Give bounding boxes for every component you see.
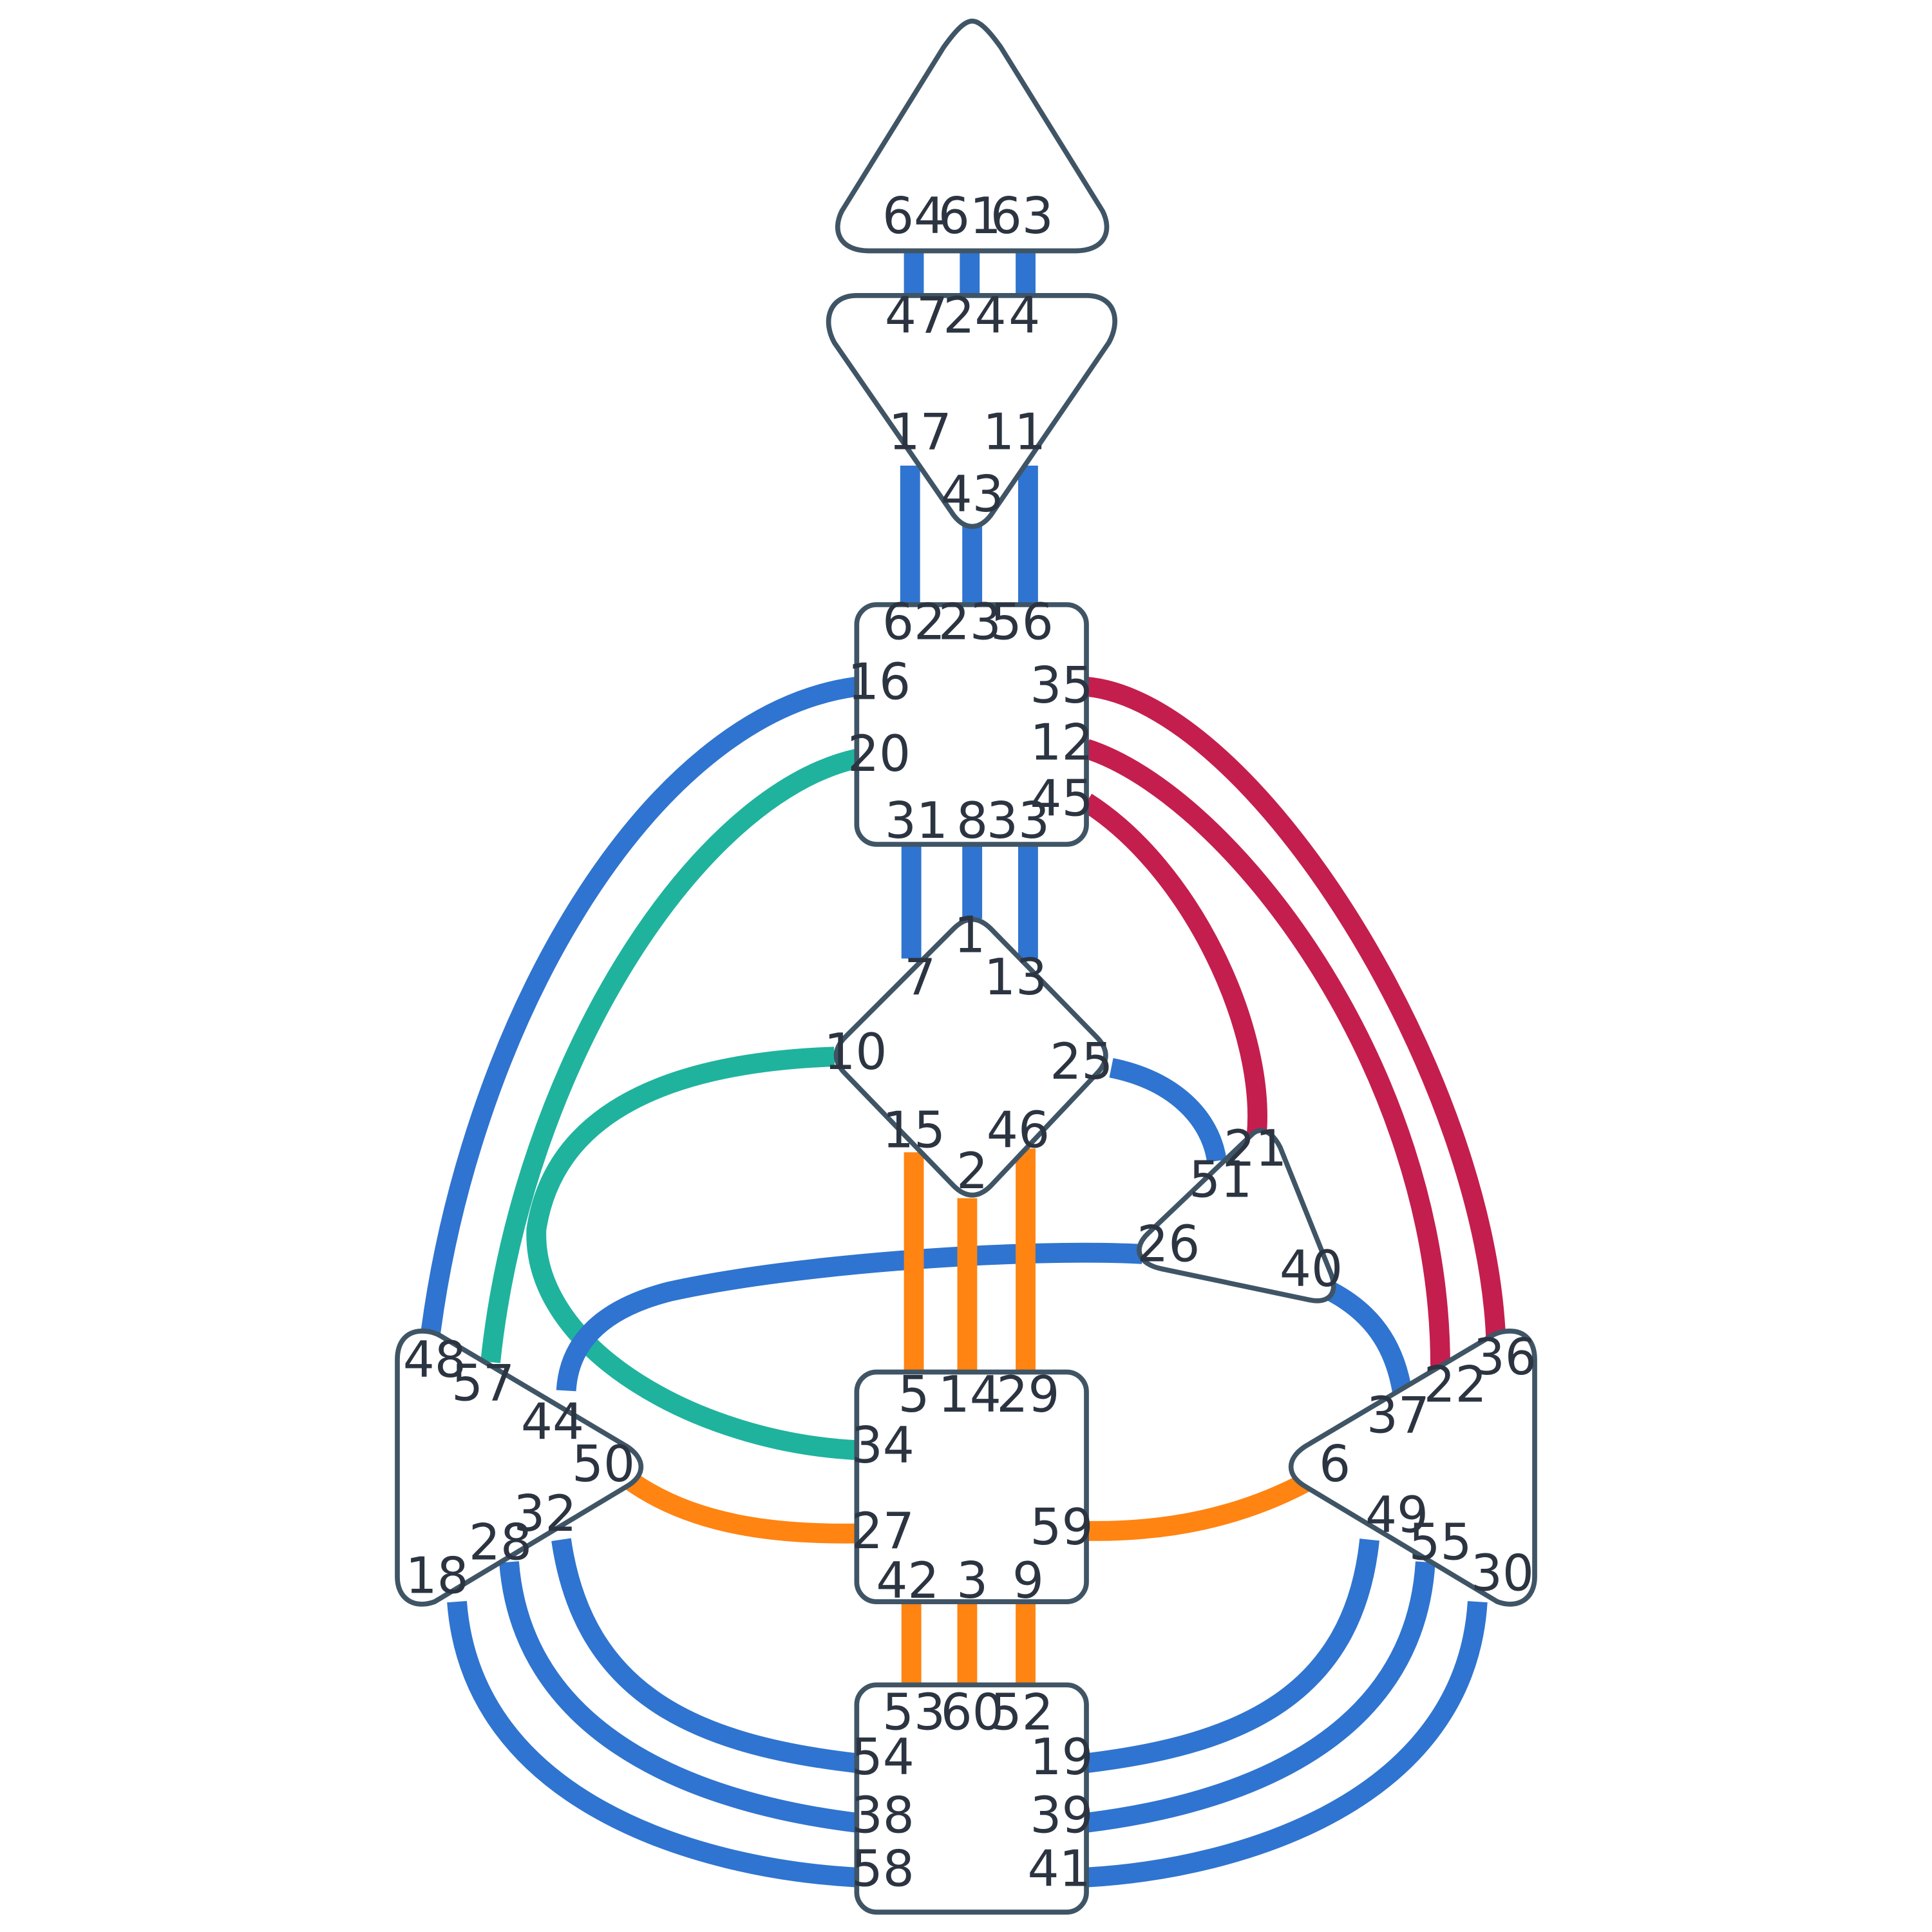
gate-label: 24 — [943, 287, 1006, 345]
gate-label: 7 — [904, 949, 936, 1007]
channel-16-48 — [418, 676, 858, 1352]
gate-label: 22 — [1424, 1356, 1487, 1414]
gate-label: 62 — [882, 594, 945, 652]
gate-label: 32 — [513, 1485, 576, 1543]
gate-label: 23 — [938, 594, 1001, 652]
gate-label: 35 — [1030, 657, 1093, 715]
root-center — [854, 1682, 1089, 1915]
gate-label: 29 — [996, 1366, 1059, 1424]
gate-label: 25 — [1050, 1033, 1113, 1091]
gate-label: 19 — [1030, 1728, 1093, 1786]
gate-label: 18 — [406, 1547, 469, 1605]
gate-label: 56 — [990, 594, 1054, 652]
gate-label: 48 — [403, 1331, 466, 1389]
gate-label: 43 — [941, 466, 1004, 524]
gate-label: 5 — [898, 1366, 929, 1424]
ajna-center — [826, 293, 1117, 529]
channel-18-58 — [447, 1600, 858, 1888]
g-center — [833, 917, 1108, 1198]
gate-label: 63 — [990, 187, 1054, 245]
channel-59-6 — [1086, 1471, 1315, 1541]
ego-center — [1137, 1128, 1336, 1303]
gate-label: 11 — [983, 404, 1046, 462]
centers-layer — [395, 18, 1537, 1915]
gate-label: 53 — [882, 1684, 945, 1742]
gate-label: 45 — [1030, 770, 1093, 828]
channel-25-51 — [1109, 1057, 1227, 1163]
channel-12-22 — [1083, 739, 1450, 1366]
gate-label: 8 — [956, 792, 988, 850]
gate-label: 52 — [990, 1684, 1054, 1742]
gate-label: 9 — [1012, 1552, 1044, 1610]
channel-49-19 — [1085, 1539, 1379, 1774]
gate-label: 12 — [1030, 714, 1093, 772]
gate-label: 46 — [987, 1101, 1050, 1159]
channel-50-27 — [623, 1472, 860, 1544]
gate-label: 39 — [1030, 1787, 1093, 1845]
gate-label: 57 — [451, 1355, 515, 1413]
gate-label: 51 — [1189, 1151, 1252, 1209]
channel-45-21 — [1081, 793, 1267, 1137]
gate-label: 61 — [938, 187, 1001, 245]
channel-30-41 — [1086, 1601, 1488, 1888]
gate-label: 64 — [882, 187, 945, 245]
gate-label: 37 — [1367, 1387, 1430, 1445]
gate-label: 16 — [848, 653, 911, 711]
gate-label: 15 — [882, 1101, 945, 1159]
gate-label: 59 — [1030, 1499, 1093, 1557]
gate-label: 10 — [824, 1023, 887, 1081]
channel-40-37 — [1326, 1282, 1413, 1399]
gate-label: 47 — [885, 287, 948, 345]
gate-label: 44 — [521, 1393, 584, 1451]
gate-label: 14 — [938, 1366, 1001, 1424]
gate-label: 27 — [851, 1502, 914, 1560]
gate-label: 28 — [469, 1513, 532, 1571]
sacral-center — [854, 1369, 1089, 1605]
gate-label: 58 — [851, 1840, 914, 1898]
gate-label: 42 — [876, 1552, 939, 1610]
gate-label: 17 — [889, 404, 952, 462]
gate-label: 49 — [1365, 1486, 1428, 1544]
gate-label: 38 — [851, 1787, 914, 1845]
gate-label: 41 — [1028, 1840, 1091, 1898]
gate-label: 40 — [1280, 1240, 1343, 1298]
gate-label: 21 — [1224, 1120, 1287, 1178]
gate-label: 54 — [851, 1728, 914, 1786]
gate-label: 36 — [1473, 1329, 1537, 1387]
channel-35-36 — [1085, 676, 1506, 1348]
gate-label: 34 — [851, 1417, 914, 1475]
spleen-center — [395, 1328, 644, 1607]
channel-10-34 — [526, 1046, 860, 1461]
gate-labels-layer: 64 61 63 47 24 4 17 11 43 62 23 56 16 35… — [403, 187, 1537, 1898]
gate-label: 1 — [954, 907, 985, 965]
throat-center — [854, 602, 1089, 847]
gate-label: 26 — [1137, 1216, 1200, 1274]
channels-layer — [418, 248, 1506, 1888]
gate-label: 4 — [1009, 287, 1040, 345]
gate-label: 30 — [1471, 1545, 1534, 1603]
gate-label: 13 — [984, 949, 1047, 1007]
gate-label: 6 — [1319, 1435, 1350, 1493]
channel-28-38 — [499, 1561, 858, 1833]
gate-label: 50 — [572, 1435, 635, 1493]
gate-label: 20 — [848, 725, 911, 783]
head-center — [835, 18, 1110, 254]
channel-20-57 — [480, 748, 859, 1363]
gate-label: 55 — [1408, 1513, 1472, 1571]
channel-32-54 — [551, 1538, 858, 1774]
gate-label: 60 — [941, 1684, 1004, 1742]
gate-label: 33 — [987, 792, 1050, 850]
gate-label: 3 — [956, 1552, 988, 1610]
solar-plexus-center — [1288, 1328, 1537, 1607]
gate-label: 31 — [885, 792, 948, 850]
gate-label: 2 — [956, 1142, 988, 1200]
channel-55-39 — [1085, 1561, 1435, 1833]
